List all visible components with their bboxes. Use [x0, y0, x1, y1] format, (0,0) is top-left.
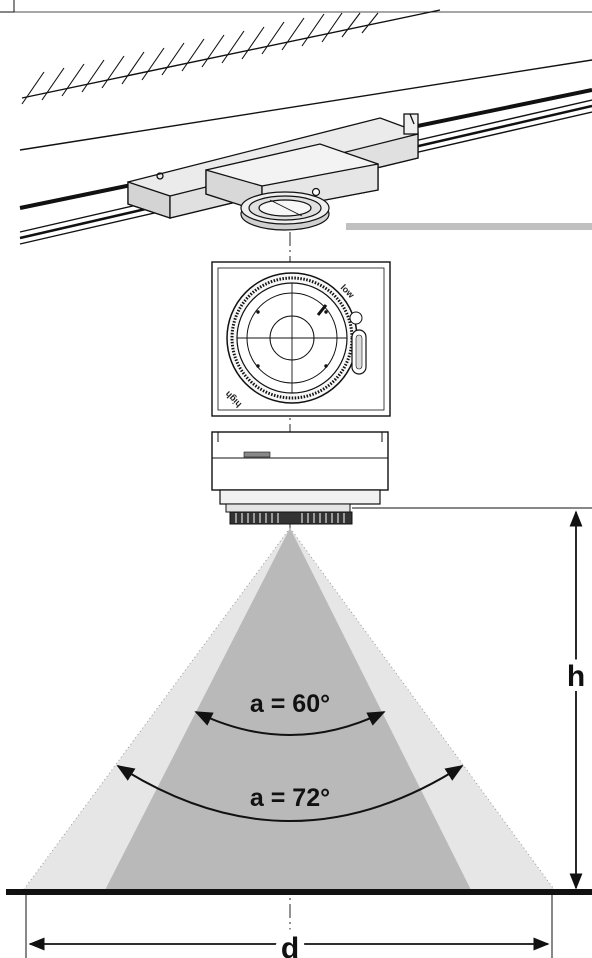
angle-72-label: a = 72°	[250, 784, 330, 812]
detection-cone-60	[104, 528, 472, 892]
angle-arc-60	[194, 711, 386, 736]
detection-cone-72-dots	[21, 527, 557, 893]
corner-mark	[0, 0, 592, 13]
diameter-label: d	[281, 932, 299, 958]
sensor-head-iso	[240, 187, 330, 231]
sensor-front-view	[211, 261, 391, 417]
angle-arc-72	[116, 765, 464, 822]
ceiling	[21, 9, 441, 105]
track-adapter	[127, 113, 419, 219]
ceiling-hatching	[21, 12, 379, 105]
floor-line	[6, 889, 592, 895]
diameter-dimension	[25, 895, 553, 958]
projection-bar	[346, 223, 592, 230]
angle-60-label: a = 60°	[250, 690, 330, 718]
height-label: h	[567, 660, 585, 693]
sensor-side-view	[211, 431, 389, 525]
